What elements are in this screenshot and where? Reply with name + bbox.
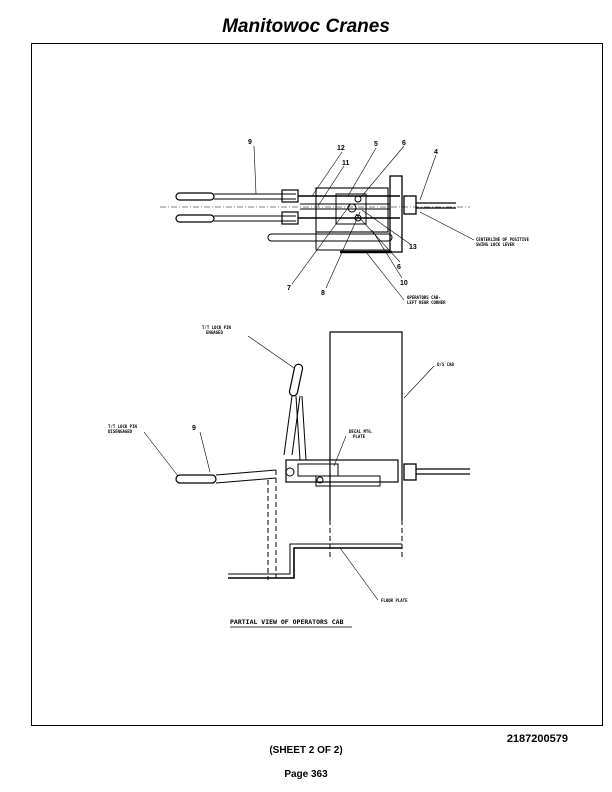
label-decal: DECAL MTG. [349, 429, 373, 434]
label-lock-disengaged: T/T LOCK PIN [108, 424, 137, 429]
drawing-frame [31, 43, 603, 726]
label-decal-2: PLATE [353, 434, 366, 439]
callout-5: 5 [374, 141, 378, 148]
sheet-number: (SHEET 2 OF 2) [269, 745, 343, 756]
side-view: 9 T/T LOCK PIN ENGAGED T/T LOCK PIN DISE… [108, 325, 470, 628]
view-caption: PARTIAL VIEW OF OPERATORS CAB [230, 618, 344, 626]
label-floor-plate: FLOOR PLATE [381, 598, 408, 603]
top-view: 9 12 11 5 6 4 13 6 10 7 8 CENTERLINE OF … [160, 139, 530, 305]
callout-9: 9 [248, 139, 252, 146]
callout-4: 4 [434, 149, 438, 156]
callout-7: 7 [287, 285, 291, 292]
callout-13: 13 [409, 244, 417, 251]
callout-9-side: 9 [192, 425, 196, 432]
page-title: Manitowoc Cranes [222, 16, 390, 37]
label-lock-disengaged-2: DISENGAGED [108, 429, 133, 434]
page-number: Page 363 [284, 769, 328, 780]
label-cab: O/S CAB [437, 362, 454, 367]
callout-10: 10 [400, 280, 408, 287]
label-cab-corner: OPERATORS CAB- [407, 295, 441, 300]
callout-11: 11 [342, 160, 350, 167]
technical-drawing: 9 12 11 5 6 4 13 6 10 7 8 CENTERLINE OF … [108, 139, 530, 628]
label-cab-corner-2: LEFT REAR CORNER [407, 300, 446, 305]
label-lock-engaged-2: ENGAGED [206, 330, 223, 335]
document-number: 2187200579 [506, 733, 568, 745]
callout-6-bottom: 6 [397, 264, 401, 271]
label-lock-engaged: T/T LOCK PIN [202, 325, 231, 330]
callout-12: 12 [337, 145, 345, 152]
callout-8: 8 [321, 290, 325, 297]
label-centerline-2: SWING LOCK LEVER [476, 242, 515, 247]
label-centerline: CENTERLINE OF POSITIVE [476, 237, 530, 242]
callout-6-top: 6 [402, 140, 406, 147]
